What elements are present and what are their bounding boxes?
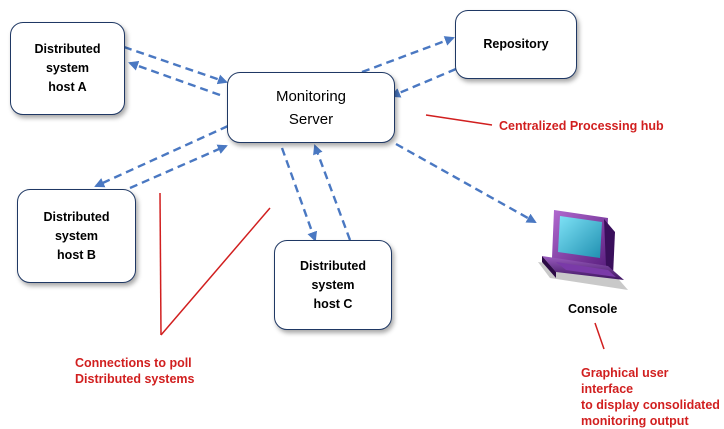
annotation-gui: Graphical user interface to display cons… — [581, 366, 720, 428]
pointer-line-hub — [425, 114, 493, 126]
node-monitoring-server: Monitoring Server — [227, 72, 395, 143]
node-host-a-label: Distributed system host A — [34, 42, 101, 94]
arrow-hostC-to-server — [313, 144, 352, 241]
arrow-server-to-hostC — [280, 147, 318, 242]
node-host-c: Distributed system host C — [274, 240, 392, 330]
arrow-server-to-repository — [361, 36, 455, 74]
arrow-hostA-to-server — [123, 45, 228, 85]
pointer-line-poll-right — [160, 207, 271, 336]
node-host-a: Distributed system host A — [10, 22, 125, 115]
node-repository: Repository — [455, 10, 577, 79]
node-host-b: Distributed system host B — [17, 189, 136, 283]
node-host-c-label: Distributed system host C — [300, 258, 366, 311]
pointer-line-poll-left — [159, 192, 162, 336]
arrow-server-to-hostA — [128, 60, 221, 97]
node-repository-label: Repository — [483, 37, 549, 51]
annotation-poll: Connections to poll Distributed systems — [75, 356, 195, 386]
pointer-line-gui — [594, 322, 605, 350]
computer-console-icon — [538, 210, 628, 290]
arrow-server-to-console — [395, 142, 537, 224]
annotation-hub: Centralized Processing hub — [499, 119, 664, 133]
node-monitoring-server-label: Monitoring Server — [275, 87, 347, 128]
console-label: Console — [568, 302, 618, 316]
arrow-hostB-to-server — [129, 144, 228, 190]
arrow-repository-to-server — [390, 67, 457, 98]
arrow-server-to-hostB — [94, 124, 229, 188]
node-host-b-label: Distributed system host B — [43, 209, 110, 262]
diagram-canvas — [94, 36, 628, 350]
